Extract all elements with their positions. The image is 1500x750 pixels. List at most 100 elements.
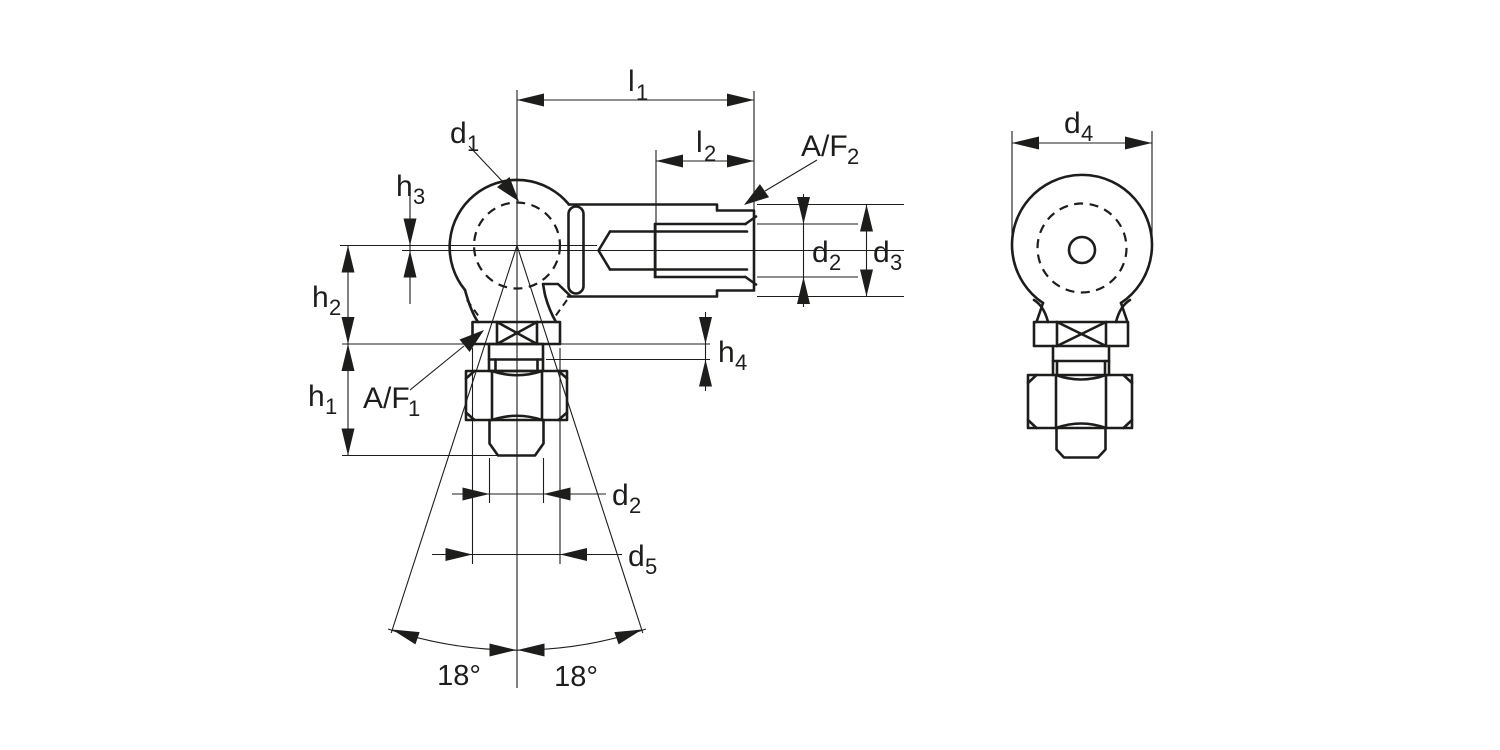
label-af2: A/F — [801, 130, 848, 163]
dimension-h2: h 2 — [312, 245, 355, 344]
label-h4-sub: 4 — [735, 350, 747, 375]
arrowhead-icon — [497, 177, 519, 202]
arrowhead-icon — [517, 643, 545, 657]
collar-box-sides — [495, 320, 539, 346]
collar-box-sides — [1055, 320, 1108, 348]
hex-nut-outline — [464, 369, 569, 422]
neck-left-edge — [463, 288, 480, 324]
hex-nut-face-arcs — [1054, 373, 1108, 430]
leader-line — [764, 159, 818, 192]
side-view: d 4 — [1010, 107, 1154, 459]
callout-d1: d 1 — [450, 117, 519, 202]
label-d4-sub: 4 — [1081, 121, 1093, 146]
thread-chamfer-top — [744, 215, 758, 226]
ball-hidden-circle — [472, 201, 562, 290]
neck-right-edge — [541, 282, 573, 324]
arrowhead-icon — [614, 629, 642, 645]
arrowhead-icon — [341, 428, 355, 456]
side-collar — [1032, 320, 1130, 348]
dimension-swivel-angle: 18° 18° — [392, 629, 642, 693]
dimensions: l 1 l 2 d 1 A/F 2 h 3 — [308, 65, 902, 693]
ball-head-outline — [448, 178, 571, 292]
leader-line — [409, 345, 465, 391]
label-d3-sub: 3 — [890, 250, 902, 275]
arrowhead-icon — [797, 197, 810, 224]
side-housing-outline — [1010, 173, 1154, 324]
callout-af1: A/F 1 — [363, 330, 484, 421]
label-d2-right: d — [812, 236, 829, 269]
collar-outline — [1032, 320, 1130, 348]
arrowhead-icon — [392, 629, 420, 645]
dimension-d2-bottom: d 2 — [452, 479, 641, 518]
dimension-h3: h 3 — [396, 170, 425, 304]
label-d2-bottom: d — [612, 479, 629, 512]
label-d5: d — [628, 540, 645, 573]
label-d2-right-sub: 2 — [829, 250, 841, 275]
dimension-l1: l 1 — [517, 65, 754, 107]
arrowhead-icon — [860, 204, 873, 232]
label-d1: d — [450, 117, 467, 150]
label-af1: A/F — [363, 382, 410, 415]
arrowhead-icon — [656, 154, 683, 168]
label-af2-sub: 2 — [847, 144, 859, 169]
socket-thread — [597, 215, 758, 286]
callout-af2: A/F 2 — [744, 130, 859, 205]
dimension-h4: h 4 — [699, 312, 747, 391]
stud-upper-sides — [494, 358, 539, 373]
label-h2-sub: 2 — [329, 295, 341, 320]
hex-nut-face-arcs — [490, 369, 544, 422]
cup-lip-left — [1032, 298, 1050, 324]
dimension-d5: d 5 — [432, 540, 657, 579]
hex-nut-outline — [1026, 373, 1134, 430]
arrowhead-icon — [341, 245, 355, 273]
label-h3: h — [396, 170, 413, 203]
arrowhead-icon — [459, 330, 484, 352]
front-stud-assembly — [464, 342, 569, 457]
label-angle-right: 18° — [554, 661, 598, 693]
arrowhead-icon — [517, 93, 544, 107]
label-h1-sub: 1 — [325, 394, 337, 419]
arrowhead-icon — [560, 548, 587, 561]
arrowhead-icon — [341, 317, 355, 344]
swivel-cone-right-line — [516, 245, 644, 634]
washer-outline — [487, 342, 545, 373]
swivel-angle-arc — [387, 628, 647, 651]
stud-threaded-end — [1055, 426, 1107, 459]
label-h4: h — [718, 336, 735, 369]
label-h1: h — [308, 380, 325, 413]
arrowhead-icon — [699, 317, 712, 344]
lubrication-hole — [1067, 235, 1097, 265]
front-view — [340, 90, 904, 688]
arrowhead-icon — [403, 250, 417, 278]
label-d1-sub: 1 — [467, 131, 479, 156]
dimension-h1: h 1 — [308, 344, 355, 456]
arrowhead-icon — [1125, 136, 1152, 150]
arrowhead-icon — [462, 487, 490, 501]
dimension-l2: l 2 — [656, 126, 754, 168]
socket-arm-outline — [566, 203, 756, 298]
label-d3: d — [873, 236, 890, 269]
hex-nut-corner-bevels — [1026, 373, 1134, 430]
hex-nut-facet-lines — [1054, 373, 1108, 430]
dimension-d4: d 4 — [1011, 107, 1153, 254]
arrowhead-icon — [744, 184, 770, 205]
label-h3-sub: 3 — [413, 184, 425, 209]
arrowhead-icon — [860, 269, 873, 297]
label-af1-sub: 1 — [408, 396, 420, 421]
arrowhead-icon — [797, 277, 810, 304]
label-l1: l — [628, 65, 635, 98]
stud-threaded-end — [488, 418, 545, 457]
dimension-d3: d 3 — [860, 204, 902, 297]
arrowhead-icon — [403, 218, 417, 246]
arrowhead-icon — [341, 344, 355, 371]
drill-point — [597, 230, 612, 271]
arrowhead-icon — [727, 93, 754, 107]
arrowhead-icon — [489, 643, 517, 657]
hex-nut-corner-bevels — [464, 369, 569, 422]
collar-cross-icon — [1055, 320, 1108, 348]
front-collar — [471, 320, 562, 346]
label-angle-left: 18° — [437, 660, 481, 692]
swivel-cone-left-line — [390, 245, 518, 634]
label-d2-bottom-sub: 2 — [629, 493, 641, 518]
